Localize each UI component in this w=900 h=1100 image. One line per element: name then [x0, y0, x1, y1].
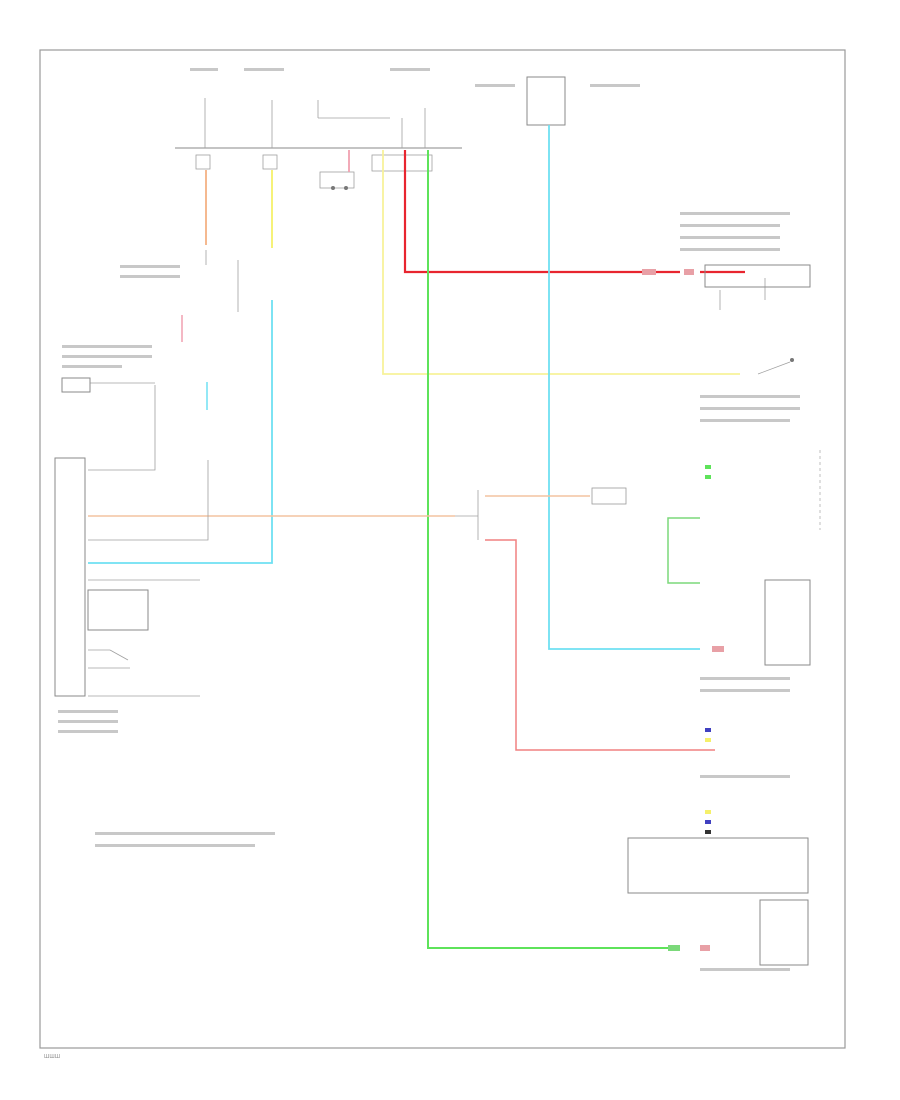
connector-right-clusters	[668, 465, 724, 951]
component-bottom-sensor	[759, 899, 809, 966]
component-shift-lock-solenoid	[87, 589, 149, 631]
top-fuse-group	[204, 76, 566, 148]
bcm-top-right-box	[526, 76, 566, 126]
wire-green-small	[667, 517, 700, 584]
component-control-module	[627, 837, 809, 894]
component-right-middle-sensor	[764, 579, 811, 666]
switch-right-lightyellow	[757, 358, 794, 375]
connector-middle-orange	[591, 487, 627, 505]
switch-overdrive	[88, 649, 130, 669]
wire-green	[427, 150, 680, 949]
connector-red-right	[642, 269, 694, 275]
component-shift-lever-module	[54, 457, 86, 697]
wire-salmon	[485, 539, 715, 751]
wire-lightyellow	[382, 150, 740, 375]
component-relay-top-right	[704, 264, 811, 288]
gray-links	[88, 250, 766, 541]
component-diode-box	[61, 377, 91, 393]
footer-code: ШШШ	[44, 1054, 60, 1060]
wire-cyan-right	[548, 125, 700, 650]
bus-connector-marks	[195, 154, 433, 190]
faint-labels	[58, 68, 800, 971]
diagram-frame	[39, 49, 846, 1049]
wire-red	[403, 150, 680, 274]
wire-cyan-left	[88, 300, 273, 564]
